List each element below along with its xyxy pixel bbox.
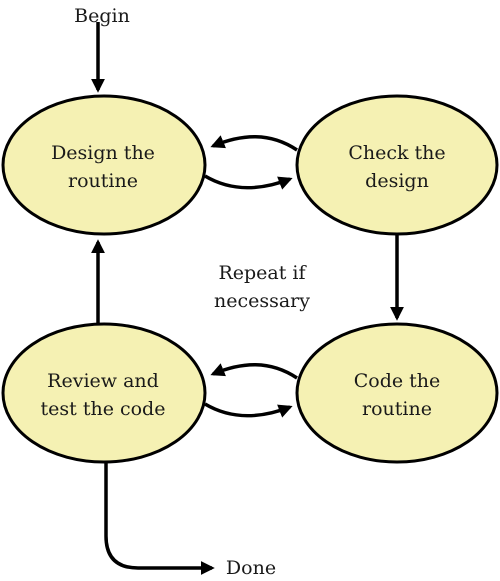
- node-check-the-design: [295, 94, 499, 236]
- repeat-note-line2: necessary: [214, 290, 310, 312]
- repeat-note-line1: Repeat if: [218, 262, 307, 284]
- check-node-label-line1: Check the: [348, 142, 445, 164]
- node-review-and-test: [1, 322, 207, 464]
- code-node-label-line2: routine: [362, 398, 432, 420]
- review-node-label-line1: Review and: [47, 370, 159, 392]
- node-design-the-routine: [1, 94, 207, 236]
- node-code-the-routine: [295, 322, 499, 464]
- arrow-design-to-check: [204, 174, 293, 190]
- design-node-label-line1: Design the: [51, 142, 155, 164]
- arrow-review-to-code: [204, 402, 293, 418]
- done-label: Done: [226, 557, 276, 579]
- review-node-label-line2: test the code: [41, 398, 166, 420]
- arrow-review-to-done: [104, 462, 215, 575]
- code-node-label-line1: Code the: [354, 370, 441, 392]
- check-node-label-line2: design: [365, 170, 429, 192]
- arrow-check-to-design: [210, 135, 298, 152]
- arrow-code-to-review: [210, 363, 298, 380]
- begin-label: Begin: [74, 5, 130, 27]
- design-node-label-line2: routine: [68, 170, 138, 192]
